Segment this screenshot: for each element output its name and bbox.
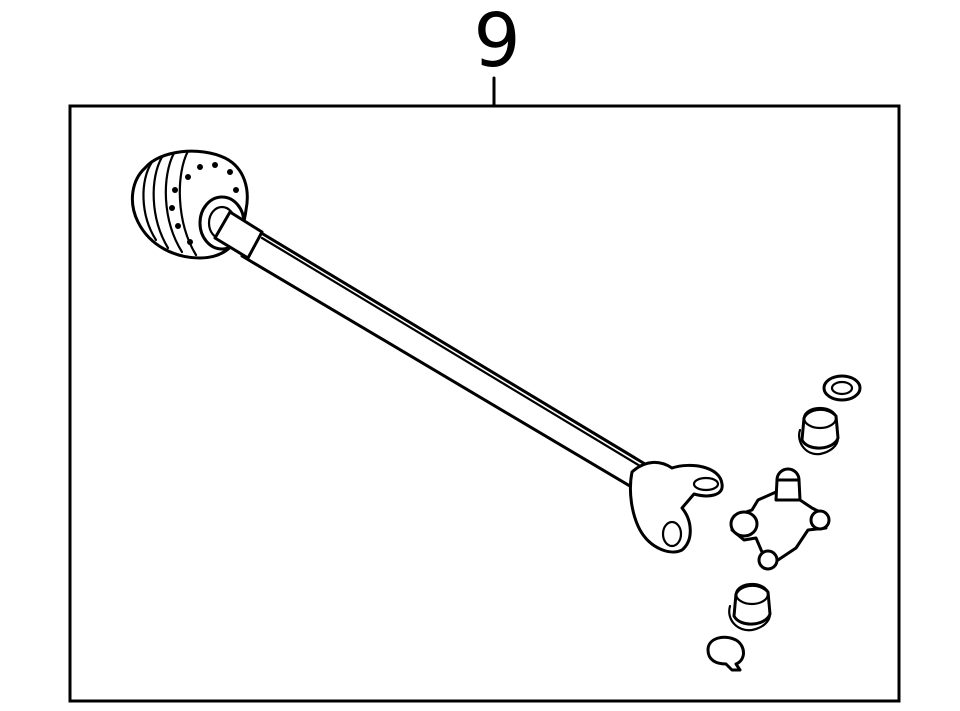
cv-joint-boot[interactable] — [130, 149, 264, 260]
snap-ring-upper[interactable] — [822, 374, 862, 402]
axle-shaft[interactable] — [240, 229, 657, 494]
diagram-frame — [68, 104, 901, 703]
universal-joint-cross[interactable] — [729, 467, 831, 571]
slip-yoke[interactable] — [628, 461, 724, 554]
bearing-cap-upper[interactable] — [798, 406, 840, 456]
callout-number: 9 — [473, 0, 520, 84]
bearing-cap-lower[interactable] — [728, 582, 772, 632]
snap-ring-lower[interactable] — [706, 635, 745, 672]
